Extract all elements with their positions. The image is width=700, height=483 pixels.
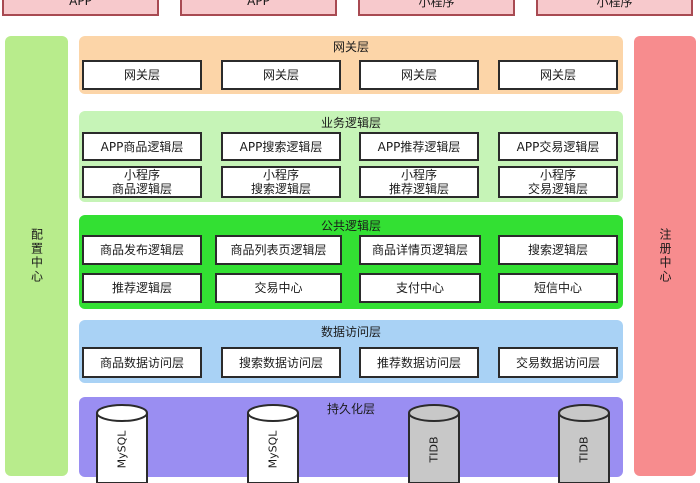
persistence-layer: 持久化层 MySQL MySQL TIDB TIDB [79,397,623,483]
registry-center-panel: 注册中心 [634,36,696,476]
common-logic-layer: 公共逻辑层 商品发布逻辑层 商品列表页逻辑层 商品详情页逻辑层 搜索逻辑层 推荐… [79,215,623,309]
common-logic-box: 商品列表页逻辑层 [215,235,342,265]
gateway-layer-title: 网关层 [332,40,369,54]
gateway-box-label: 网关层 [123,68,160,82]
data-access-box: 搜索数据访问层 [221,347,341,378]
business-box-label: APP交易逻辑层 [516,139,600,154]
business-logic-layer: 业务逻辑层 APP商品逻辑层 APP搜索逻辑层 APP推荐逻辑层 APP交易逻辑… [79,111,623,202]
app-search-logic-box: APP搜索逻辑层 [221,132,341,161]
database-cylinder-icon [96,404,148,483]
common-logic-box: 交易中心 [215,273,342,303]
common-logic-box: 推荐逻辑层 [82,273,202,303]
app-trade-logic-box: APP交易逻辑层 [498,132,618,161]
common-box-label: 商品详情页逻辑层 [371,243,468,257]
data-access-box-label: 推荐数据访问层 [376,355,461,370]
business-box-label: 小程序 推荐逻辑层 [388,168,449,196]
database-cylinder-icon [558,404,610,483]
gateway-box-label: 网关层 [262,68,299,82]
mysql-database-2: MySQL [246,403,300,483]
common-logic-box: 商品发布逻辑层 [82,235,202,265]
common-box-label: 商品列表页逻辑层 [230,243,327,257]
data-access-box-label: 搜索数据访问层 [238,355,323,370]
common-logic-box: 商品详情页逻辑层 [359,235,481,265]
app-product-logic-box: APP商品逻辑层 [82,132,202,161]
database-label: MySQL [266,430,280,468]
client-box-miniprogram-2: 小程序 [536,0,693,16]
common-logic-box: 短信中心 [498,273,618,303]
business-box-label: APP推荐逻辑层 [377,139,461,154]
business-box-label: 小程序 搜索逻辑层 [250,168,311,196]
tidb-database-1: TIDB [407,403,461,483]
gateway-box: 网关层 [221,60,341,90]
common-box-label: 交易中心 [254,281,303,295]
gateway-box: 网关层 [359,60,479,90]
mini-recommend-logic-box: 小程序 推荐逻辑层 [359,166,479,198]
business-box-label: 小程序 商品逻辑层 [111,168,172,196]
data-access-box: 推荐数据访问层 [359,347,479,378]
database-label: MySQL [115,430,129,468]
business-box-label: APP搜索逻辑层 [239,139,323,154]
gateway-box: 网关层 [82,60,202,90]
client-label: APP [69,0,92,8]
app-recommend-logic-box: APP推荐逻辑层 [359,132,479,161]
business-logic-layer-title: 业务逻辑层 [320,116,381,130]
gateway-box-label: 网关层 [400,68,437,82]
mini-trade-logic-box: 小程序 交易逻辑层 [498,166,618,198]
tidb-database-2: TIDB [557,403,611,483]
client-box-miniprogram-1: 小程序 [358,0,515,16]
database-cylinder-icon [408,404,460,483]
database-label: TIDB [427,436,441,462]
database-label: TIDB [577,436,591,462]
common-logic-layer-title: 公共逻辑层 [320,219,381,233]
gateway-box: 网关层 [498,60,618,90]
data-access-layer-title: 数据访问层 [320,325,381,339]
data-access-layer: 数据访问层 商品数据访问层 搜索数据访问层 推荐数据访问层 交易数据访问层 [79,320,623,383]
common-box-label: 商品发布逻辑层 [99,243,184,257]
gateway-layer: 网关层 网关层 网关层 网关层 网关层 [79,36,623,94]
business-box-label: APP商品逻辑层 [100,139,184,154]
registry-center-label: 注册中心 [658,228,672,284]
data-access-box-label: 商品数据访问层 [99,355,184,370]
data-access-box: 交易数据访问层 [498,347,618,378]
database-cylinder-icon [247,404,299,483]
common-logic-box: 支付中心 [359,273,481,303]
common-logic-box: 搜索逻辑层 [498,235,618,265]
business-box-label: 小程序 交易逻辑层 [527,168,588,196]
mysql-database-1: MySQL [95,403,149,483]
client-box-app-2: APP [180,0,337,16]
common-box-label: 支付中心 [395,281,444,295]
common-box-label: 推荐逻辑层 [111,281,172,295]
client-label: 小程序 [596,0,633,9]
config-center-label: 配置中心 [29,228,44,284]
client-label: APP [247,0,270,8]
client-label: 小程序 [418,0,455,9]
gateway-box-label: 网关层 [539,68,576,82]
common-box-label: 短信中心 [533,281,582,295]
common-box-label: 搜索逻辑层 [527,243,588,257]
data-access-box: 商品数据访问层 [82,347,202,378]
data-access-box-label: 交易数据访问层 [515,355,600,370]
config-center-panel: 配置中心 [5,36,68,476]
client-box-app-1: APP [2,0,159,16]
mini-search-logic-box: 小程序 搜索逻辑层 [221,166,341,198]
mini-product-logic-box: 小程序 商品逻辑层 [82,166,202,198]
persistence-layer-title: 持久化层 [326,402,375,416]
